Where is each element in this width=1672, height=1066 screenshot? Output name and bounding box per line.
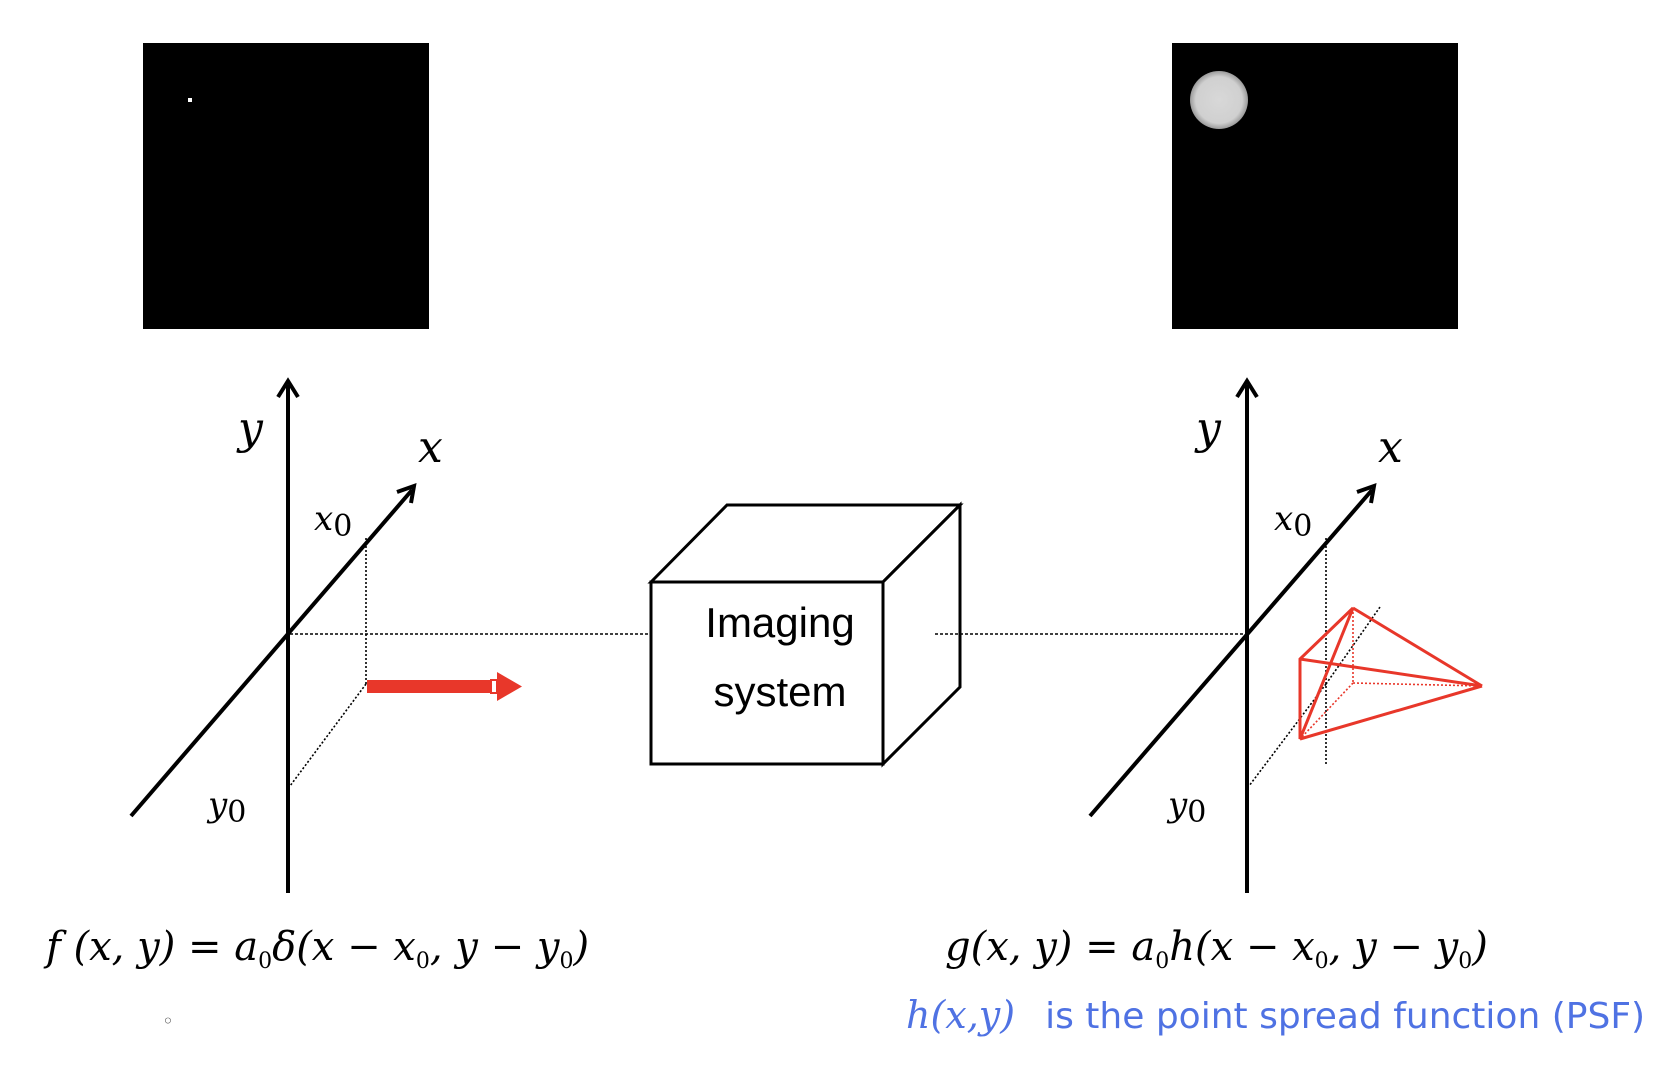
point-source-dot	[188, 98, 192, 102]
left-x-axis	[129, 488, 414, 818]
left-x-label: x	[418, 422, 443, 473]
right-x-label: x	[1378, 422, 1403, 473]
output-eq-part4: )	[1471, 924, 1488, 970]
psf-edge-bottom	[1299, 684, 1483, 741]
input-eq-part2: δ(x − x	[272, 924, 416, 970]
input-eq-sub2: 0	[416, 949, 430, 974]
left-x0-sub: 0	[333, 509, 352, 544]
input-image	[143, 43, 429, 329]
blurred-spot	[1190, 71, 1248, 129]
impulse-arrow-shaft	[367, 680, 491, 693]
right-x-arrowhead	[1356, 482, 1377, 504]
imaging-system-label-line1: Imaging	[705, 599, 854, 646]
left-x-arrowhead	[396, 482, 417, 504]
left-x0-var: x	[314, 499, 333, 539]
right-y0-sub: 0	[1187, 795, 1206, 830]
impulse-arrowhead	[497, 672, 522, 701]
bullet-mark: ◦	[162, 1009, 174, 1033]
psf-edge-top	[1352, 606, 1483, 688]
imaging-system-label-line2: system	[713, 668, 846, 715]
psf-caption: h(x,y) is the point spread function (PSF)	[906, 993, 1645, 1037]
output-image	[1172, 43, 1458, 329]
input-eq-sub3: 0	[559, 949, 573, 974]
right-x0-label: x0	[1274, 499, 1312, 544]
imaging-system-box	[647, 501, 964, 768]
output-eq-part2: h(x − x	[1169, 924, 1314, 970]
output-eq-sub2: 0	[1315, 949, 1329, 974]
right-y0-label: y0	[1166, 785, 1206, 830]
input-eq-part3: , y − y	[430, 924, 561, 970]
psf-description: is the point spread function (PSF)	[1045, 996, 1645, 1037]
right-x0-var: x	[1274, 499, 1293, 539]
left-y0-guide	[289, 683, 367, 787]
psf-base-face	[1298, 606, 1355, 740]
output-eq-part3: , y − y	[1329, 924, 1460, 970]
left-y-label: y	[236, 403, 264, 454]
left-y-arrowhead	[276, 377, 300, 399]
right-x-axis	[1088, 488, 1374, 818]
output-eq-part1: g(x, y) = a	[945, 924, 1155, 970]
impulse-arrow	[367, 672, 522, 701]
impulse-arrow-notch	[490, 679, 498, 694]
psf-edge-middle	[1299, 657, 1483, 688]
left-x0-label: x0	[314, 499, 352, 544]
left-y0-var: y	[206, 785, 228, 825]
psf-symbol: h(x,y)	[906, 993, 1015, 1037]
right-y0-var: y	[1166, 785, 1188, 825]
right-x0-sub: 0	[1293, 509, 1312, 544]
psf-hidden-diagonal	[1299, 682, 1354, 740]
left-axes	[129, 377, 650, 893]
input-eq-sub1: 0	[258, 949, 272, 974]
input-eq-part4: )	[572, 924, 589, 970]
input-eq-part1: f (x, y) = a	[43, 924, 258, 970]
right-y-arrowhead	[1235, 377, 1259, 399]
left-y0-sub: 0	[227, 795, 246, 830]
left-y0-label: y0	[206, 785, 246, 830]
input-image-panel	[143, 43, 429, 329]
output-eq-sub1: 0	[1155, 949, 1169, 974]
cube-front-face	[649, 580, 885, 766]
output-eq-sub3: 0	[1458, 949, 1472, 974]
right-axes	[935, 377, 1381, 893]
right-y-label: y	[1194, 403, 1222, 454]
output-equation: g(x, y) = a0h(x − x0, y − y0)	[945, 924, 1488, 974]
right-y0-guide	[1248, 683, 1327, 787]
psf-hidden-apex	[1352, 682, 1483, 687]
input-equation: f (x, y) = a0δ(x − x0, y − y0)	[43, 924, 589, 974]
psf-pyramid	[1298, 606, 1483, 741]
